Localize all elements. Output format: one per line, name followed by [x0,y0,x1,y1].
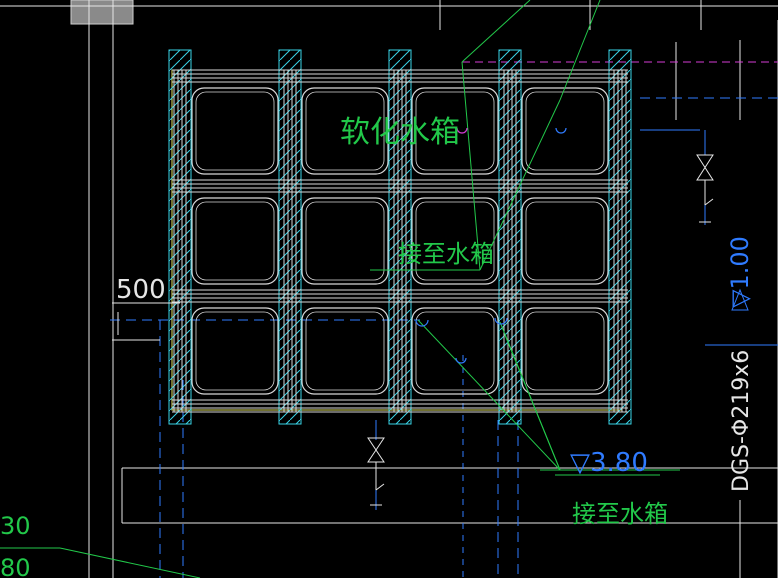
tank-cell-inner [525,201,605,281]
hatched-column [278,49,302,425]
tank-cell [191,197,279,285]
elevation-triangle-100 [731,288,749,311]
hatched-column [388,49,412,425]
tank-cell-inner [525,311,605,391]
tank-cell [411,197,499,285]
edge-label-30: 30 [0,512,31,540]
tank-cell-inner [305,91,385,171]
pipe-spec-label: DGS-Φ219x6 [729,350,754,492]
tank-cell-inner [305,201,385,281]
tank-cell [191,307,279,395]
valve-icon [367,437,385,506]
dimension-500: 500 [116,275,166,305]
top-grey-block [70,0,134,25]
tank-cell-inner [415,311,495,391]
tank-cell [521,307,609,395]
connect-label-upper: 接至水箱 [398,240,494,268]
tank-cell-inner [195,91,275,171]
tank-cell [191,87,279,175]
tank-cell [411,87,499,175]
valve-icon [696,154,714,223]
elevation-380: ▽3.80 [570,448,648,478]
connect-label-lower: 接至水箱 [572,500,668,528]
elevation-100: ▽1.00 [726,236,754,308]
bottom-beam [121,467,778,524]
tank-cell [521,197,609,285]
tank-cell [301,307,389,395]
tank-cell-inner [195,201,275,281]
hatched-column [498,49,522,425]
tank-cell [301,197,389,285]
tank-cell-inner [195,311,275,391]
tank-cell-inner [415,91,495,171]
hatched-column [608,49,632,425]
hatched-column [168,49,192,425]
tank-cell [301,87,389,175]
tank-cell-inner [525,91,605,171]
dimension-500-mark [112,302,180,341]
leader-lines [0,0,680,578]
tank-grid [168,49,632,425]
tank-cell-inner [305,311,385,391]
tank-cell [411,307,499,395]
pipe-hooks [415,127,567,364]
edge-label-80: 80 [0,554,31,578]
tank-title: 软化水箱 [340,115,460,150]
